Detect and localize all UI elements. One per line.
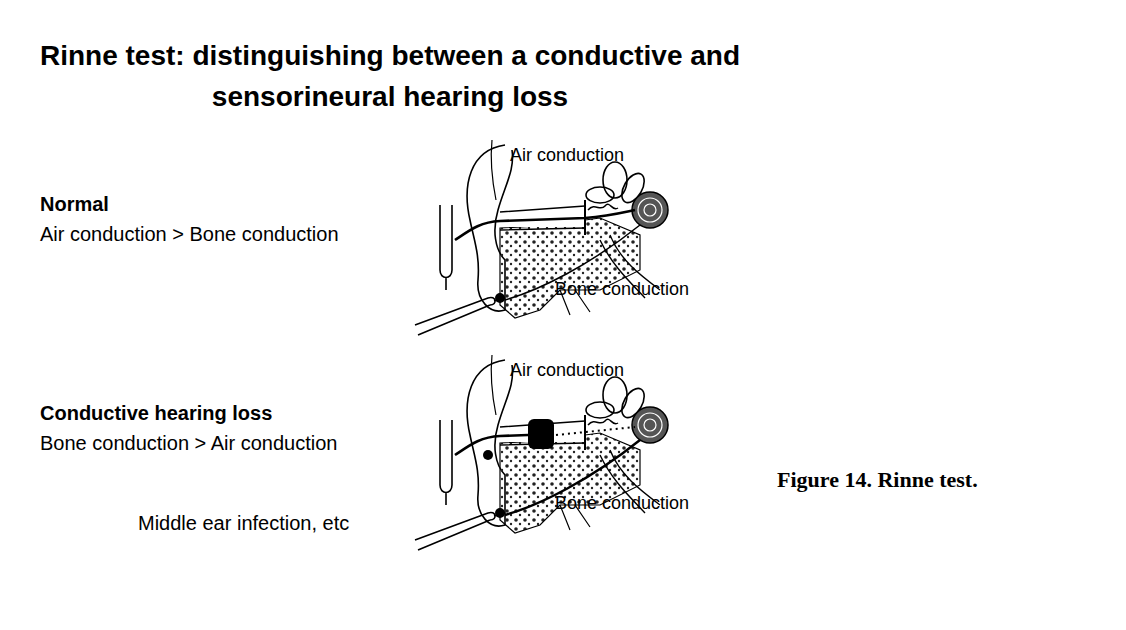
test-result: Bone conduction > Air conduction <box>40 431 337 455</box>
figure-caption: Figure 14. Rinne test. <box>777 467 978 493</box>
path-label: Air conduction <box>510 360 624 382</box>
condition-heading: Conductive hearing loss <box>40 401 272 425</box>
condition-heading: Normal <box>40 192 109 216</box>
path-label: Bone conduction <box>555 279 689 301</box>
path-label: Bone conduction <box>555 493 689 515</box>
test-result: Air conduction > Bone conduction <box>40 222 339 246</box>
path-label: Air conduction <box>510 145 624 167</box>
example-note: Middle ear infection, etc <box>138 511 349 535</box>
diagram-title: Rinne test: distinguishing between a con… <box>30 36 750 117</box>
